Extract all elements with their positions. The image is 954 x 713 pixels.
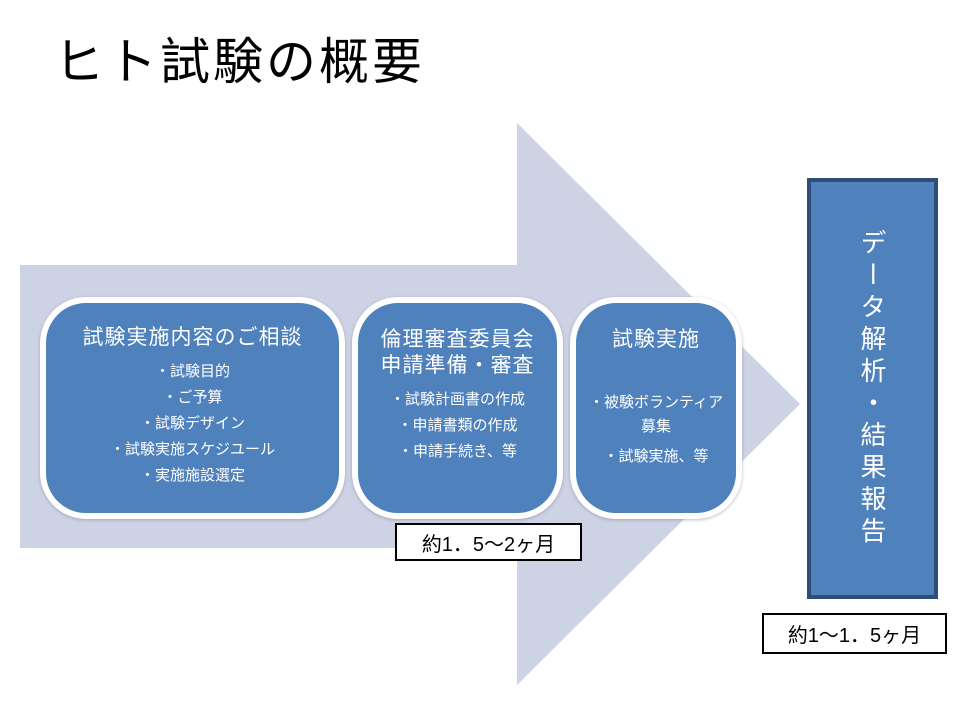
final-step-vertical-text: データ解析・結果報告 [857,228,887,549]
step-bullet: ・試験目的 [154,363,230,380]
step-ethics-review-box: 倫理審査委員会 申請準備・審査 ・試験計画書の作成 ・申請書類の作成 ・申請手続… [352,297,563,519]
step-bullet-list: ・被験ボランティア募集 ・試験実施、等 [576,391,736,469]
step-bullet: ・被験ボランティア募集 [588,394,724,435]
step-test-execution-box: 試験実施 ・被験ボランティア募集 ・試験実施、等 [570,297,742,519]
step-consultation-box: 試験実施内容のご相談 ・試験目的 ・ご予算 ・試験デザイン ・試験実施スケジユー… [40,297,345,519]
step-bullet: ・申請書類の作成 [397,417,518,434]
step-bullet: ・ご予算 [162,389,223,406]
step-bullet-list: ・試験目的 ・ご予算 ・試験デザイン ・試験実施スケジユール ・実施施設選定 [46,359,339,489]
step-heading: 試験実施 [612,328,700,351]
step-bullet: ・試験計画書の作成 [389,391,525,408]
duration-label-2: 約1～1．5ヶ月 [762,613,947,654]
step-bullet-list: ・試験計画書の作成 ・申請書類の作成 ・申請手続き、等 [358,387,557,465]
step-bullet: ・実施施設選定 [139,467,245,484]
duration-text: 約1～1．5ヶ月 [787,625,922,647]
duration-text: 約1．5～2ヶ月 [421,533,556,556]
step-bullet: ・申請手続き、等 [398,443,517,460]
step-final-report-box: データ解析・結果報告 [807,178,938,599]
step-bullet: ・試験デザイン [139,415,245,432]
step-heading: 倫理審査委員会 申請準備・審査 [362,327,553,379]
step-bullet: ・試験実施、等 [603,448,709,465]
duration-label-1: 約1．5～2ヶ月 [395,523,582,561]
step-heading-line2: 申請準備・審査 [380,354,535,377]
step-heading: 試験実施内容のご相談 [82,326,303,349]
page-title: ヒト試験の概要 [54,34,425,90]
step-heading-line1: 倫理審査委員会 [380,328,535,351]
step-bullet: ・試験実施スケジユール [109,441,275,458]
